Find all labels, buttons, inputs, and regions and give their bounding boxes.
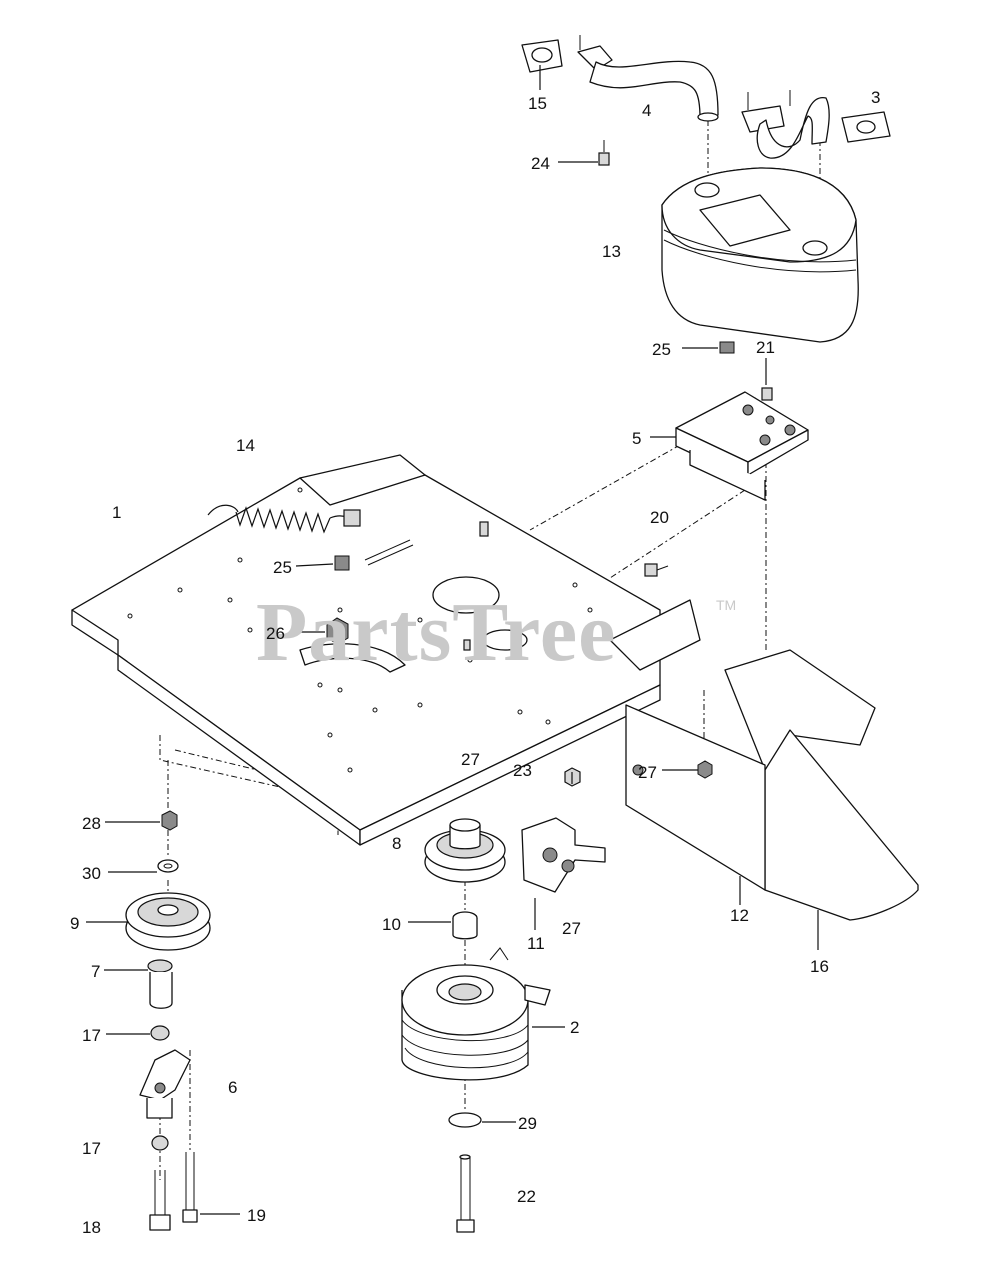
callout-9: 9 (70, 914, 80, 933)
exhaust-gasket-3 (841, 111, 891, 143)
muffler-bracket-5 (675, 391, 809, 501)
callout-8: 8 (392, 834, 402, 853)
nut-25-plate (334, 555, 350, 571)
exhaust-tube-4 (577, 35, 719, 122)
callout-11: 11 (527, 934, 545, 953)
callout-21: 21 (756, 338, 775, 357)
callout-25-upper: 25 (652, 340, 671, 359)
bearing-10 (452, 911, 478, 940)
callout-7: 7 (91, 962, 101, 981)
bolt-22 (456, 1154, 475, 1233)
idler-pulley-9 (125, 892, 211, 951)
callout-25-plate: 25 (273, 558, 292, 577)
callout-15: 15 (528, 94, 547, 113)
nut-27-shield (697, 760, 713, 779)
pulley-8 (424, 818, 506, 883)
screw-24 (598, 140, 610, 166)
plate-holes (127, 487, 593, 773)
callout-23: 23 (513, 761, 532, 780)
bracket-11 (521, 817, 606, 893)
muffler-13 (661, 167, 859, 343)
callout-13: 13 (602, 242, 621, 261)
nut-25-upper (719, 341, 735, 354)
callout-24: 24 (531, 154, 550, 173)
callout-28: 28 (82, 814, 101, 833)
exhaust-gasket-15 (521, 39, 563, 73)
callout-17-lower: 17 (82, 1139, 101, 1158)
callout-14: 14 (236, 436, 255, 455)
callout-16: 16 (810, 957, 829, 976)
engine-mounting-plate-1 (71, 454, 701, 846)
callout-30: 30 (82, 864, 101, 883)
callout-20: 20 (650, 508, 669, 527)
spacer-7 (147, 959, 173, 1009)
spring-14 (207, 504, 361, 534)
shield-16 (724, 649, 919, 921)
callout-6: 6 (228, 1078, 238, 1097)
exhaust-tube-3 (741, 90, 830, 159)
callout-29: 29 (518, 1114, 537, 1133)
callout-1: 1 (112, 503, 122, 522)
callout-19: 19 (247, 1206, 266, 1225)
callout-4: 4 (642, 101, 652, 120)
callout-17-upper: 17 (82, 1026, 101, 1045)
callout-27-shield: 27 (638, 763, 657, 782)
shield-12 (625, 704, 766, 891)
callout-10: 10 (382, 915, 401, 934)
callout-2: 2 (570, 1018, 580, 1037)
washer-29 (448, 1112, 482, 1128)
bolt-20 (644, 563, 669, 577)
idler-arm-6 (139, 1049, 191, 1119)
callout-27-bracket: 27 (562, 919, 581, 938)
callout-26: 26 (266, 624, 285, 643)
callout-27-plate: 27 (461, 750, 480, 769)
nut-28 (161, 810, 178, 831)
bushing-17-lower (151, 1135, 169, 1151)
callout-3: 3 (871, 88, 881, 107)
nut-26 (326, 617, 349, 645)
callout-22: 22 (517, 1187, 536, 1206)
pin-19 (182, 1152, 198, 1223)
bolt-18 (149, 1170, 171, 1231)
watermark-trademark: TM (716, 597, 737, 613)
watermark: PartsTree (256, 586, 617, 679)
callout-5: 5 (632, 429, 642, 448)
washer-30 (157, 859, 179, 873)
bushing-17-upper (150, 1025, 170, 1041)
callout-18: 18 (82, 1218, 101, 1237)
callout-12: 12 (730, 906, 749, 925)
electric-clutch-2 (401, 947, 551, 1081)
leader-lines (86, 65, 819, 1215)
